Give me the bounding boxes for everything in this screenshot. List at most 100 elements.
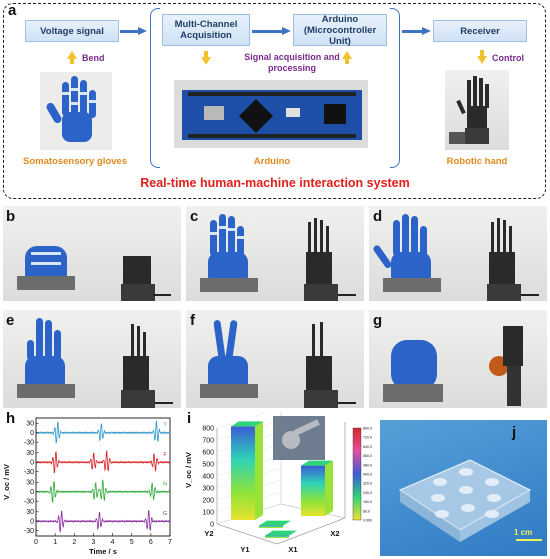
chart-i-ytick: 800 xyxy=(202,425,214,432)
bar-top-X2 xyxy=(301,460,333,466)
robotic-hand-photo xyxy=(445,70,509,150)
chart-h-ylabel: V_oc / mV xyxy=(2,464,11,500)
arduino-box-line2: (Microcontroller Unit) xyxy=(303,24,377,47)
colorbar-tick: 400.0 xyxy=(363,473,372,477)
gesture-fist-illustration xyxy=(17,246,171,301)
multi-channel-box: Multi-Channel Acquisition xyxy=(162,14,250,46)
multi-channel-label: Multi-Channel Acquisition xyxy=(174,19,238,41)
chart-h-ytick: 30 xyxy=(26,480,34,487)
trace-label-F: F xyxy=(163,452,167,458)
bend-arrow-stem xyxy=(70,58,74,64)
chart-i-ytick: 600 xyxy=(202,449,214,456)
panel-label-c: c xyxy=(190,208,199,225)
signal-processing-label: Signal acquisition and processing xyxy=(244,52,340,73)
panel-label-e: e xyxy=(6,312,15,329)
gesture-three-illustration xyxy=(17,318,173,408)
panel-label-j: j xyxy=(512,424,517,441)
chart-i-axis-label-Y2: Y2 xyxy=(204,529,213,538)
glove-hand-icon xyxy=(46,76,96,142)
control-label: Control xyxy=(492,53,524,63)
bend-label: Bend xyxy=(82,53,105,63)
bar-X2 xyxy=(301,465,325,516)
up-arrow-icon xyxy=(342,51,352,59)
chart-i-ytick: 300 xyxy=(202,485,214,492)
colorbar-tick: 320.0 xyxy=(363,482,372,486)
chart-h-ytick: 0 xyxy=(30,519,34,526)
bar-top-Y2 xyxy=(231,421,263,427)
chart-h-xtick: 0 xyxy=(34,539,38,546)
arduino-board-photo xyxy=(174,80,368,148)
photo-panel-f xyxy=(186,310,364,408)
chart-i-ytick: 400 xyxy=(202,473,214,480)
chart-i-ylabel: V_oc / mV xyxy=(185,452,193,488)
photo-panel-d xyxy=(369,206,547,301)
panel-label-f: f xyxy=(190,312,195,329)
trace-label-N: N xyxy=(163,481,167,487)
chart-h-xtick: 4 xyxy=(111,539,115,546)
colorbar-tick: 240.0 xyxy=(363,491,372,495)
gesture-grasp-illustration xyxy=(383,326,523,406)
down-arrow-icon xyxy=(201,57,211,65)
voltage-signal-label: Voltage signal xyxy=(40,25,104,37)
panel-label-d: d xyxy=(373,208,383,225)
chart-h-xtick: 1 xyxy=(53,539,57,546)
colorbar-tick: 80.0 xyxy=(363,509,370,513)
arduino-mcu-box: Arduino (Microcontroller Unit) xyxy=(293,13,387,47)
arduino-box-line1: Arduino xyxy=(321,13,359,25)
receiver-box: Receiver xyxy=(433,20,527,42)
flow-arrow-1-line xyxy=(120,30,140,33)
chart-i-ytick: 500 xyxy=(202,461,214,468)
control-arrow-stem xyxy=(480,50,484,56)
chart-i-ytick: 0 xyxy=(210,521,214,528)
photo-panel-e xyxy=(3,310,181,408)
trace-label-T: T xyxy=(163,422,167,428)
chart-h-xtick: 7 xyxy=(168,539,172,546)
flow-arrow-3-line xyxy=(402,30,424,33)
colorbar-tick: 800.0 xyxy=(363,427,372,431)
chart-h-xlabel: Time / s xyxy=(89,547,117,556)
caption-gloves: Somatosensory gloves xyxy=(22,156,127,167)
receiver-label: Receiver xyxy=(460,25,500,37)
chart-i-ytick: 100 xyxy=(202,509,214,516)
bend-arrow-icon xyxy=(67,51,77,59)
flow-arrow-3-head xyxy=(422,27,431,35)
left-bracket xyxy=(150,8,160,168)
panel-label-h: h xyxy=(6,410,16,427)
chart-h-ytick: -30 xyxy=(24,469,34,476)
panel-label-a: a xyxy=(8,2,17,19)
up-arrow-stem xyxy=(345,58,349,64)
scale-bar xyxy=(516,539,542,541)
caption-arduino: Arduino xyxy=(253,156,291,167)
right-bracket xyxy=(390,8,400,168)
chart-h-ytick: -30 xyxy=(24,498,34,505)
photo-panel-b xyxy=(3,206,181,301)
caption-robotic-hand: Robotic hand xyxy=(446,156,508,167)
chart-h-xtick: 3 xyxy=(91,539,95,546)
chart-i-axis-label-X2: X2 xyxy=(330,529,339,538)
colorbar-tick: 160.0 xyxy=(363,500,372,504)
trace-G xyxy=(35,509,171,533)
chart-h-xtick: 2 xyxy=(72,539,76,546)
chart-h-frame xyxy=(35,417,171,537)
trace-F xyxy=(35,450,170,474)
system-title: Real-time human-machine interaction syst… xyxy=(140,176,410,190)
panel-label-g: g xyxy=(373,312,383,329)
scale-bar-label: 1 cm xyxy=(514,528,533,537)
chart-i-ytick: 200 xyxy=(202,497,214,504)
flow-arrow-1-head xyxy=(138,27,147,35)
chart-h-xtick: 5 xyxy=(130,539,134,546)
sensor-array-illustration xyxy=(398,459,532,542)
colorbar xyxy=(352,427,362,521)
colorbar-tick: 720.0 xyxy=(363,436,372,440)
colorbar-tick: 560.0 xyxy=(363,454,372,458)
glove-photo xyxy=(40,72,112,150)
chart-h-xtick: 6 xyxy=(149,539,153,546)
arduino-board-icon xyxy=(182,90,362,140)
photo-panel-c xyxy=(186,206,364,301)
colorbar-tick: 480.0 xyxy=(363,463,372,467)
chart-h-ytick: 30 xyxy=(26,450,34,457)
trace-T xyxy=(35,420,171,444)
gesture-two-illustration xyxy=(200,320,356,408)
photo-panel-g xyxy=(369,310,547,408)
trace-N xyxy=(35,479,171,503)
